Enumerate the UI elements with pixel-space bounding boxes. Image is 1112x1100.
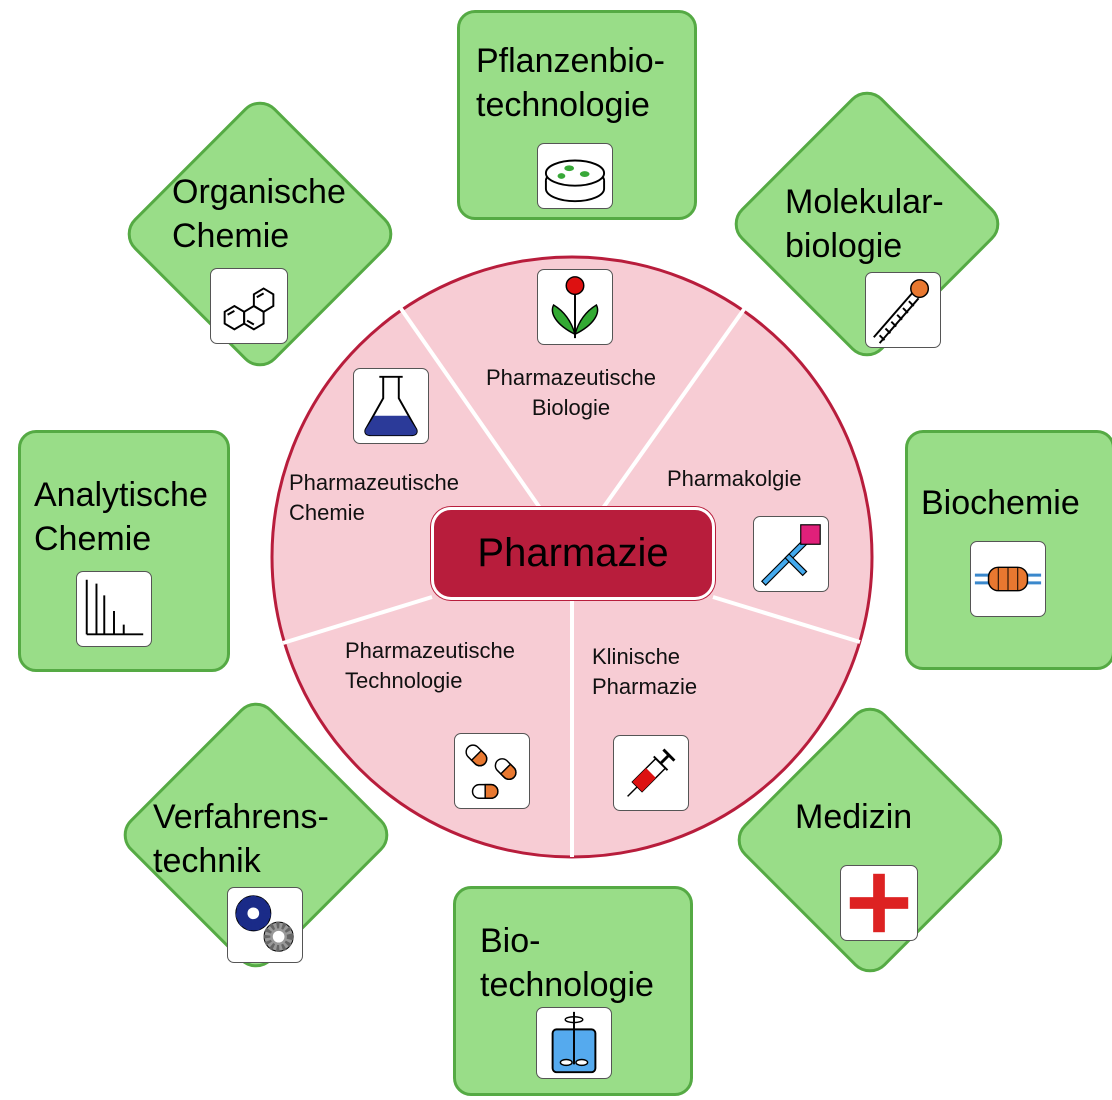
- field-label: Molekular- biologie: [785, 183, 944, 265]
- bioreactor-icon: [536, 1007, 612, 1079]
- dna-icon: [865, 272, 941, 348]
- field-label: Medizin: [795, 798, 913, 836]
- flower-icon: [537, 269, 613, 345]
- protein-icon: [970, 541, 1046, 617]
- field-pflanzen: Pflanzenbio- technologie: [457, 10, 697, 220]
- divider-line: [601, 303, 749, 510]
- field-label: Organische Chemie: [172, 173, 346, 255]
- divider-line: [712, 595, 861, 644]
- field-biochemie: Biochemie: [905, 430, 1112, 670]
- field-analytische: Analytische Chemie: [18, 430, 230, 672]
- sector-label: Pharmazeutische Chemie: [289, 470, 459, 525]
- divider-line: [395, 301, 542, 510]
- gears-icon: [227, 887, 303, 963]
- spectrum-icon: [76, 571, 152, 647]
- center-pharmazie: Pharmazie: [431, 507, 715, 600]
- divider-line: [282, 595, 433, 645]
- sector-label: Pharmakolgie: [667, 466, 802, 491]
- field-label: Bio- technologie: [480, 922, 654, 1004]
- sector-label: Pharmazeutische Technologie: [345, 638, 515, 693]
- sector-label: Klinische Pharmazie: [592, 644, 698, 699]
- field-label: Verfahrens- technik: [153, 798, 329, 880]
- receptor-icon: [753, 516, 829, 592]
- field-label: Pflanzenbio- technologie: [476, 42, 666, 124]
- capsules-icon: [454, 733, 530, 809]
- field-biotech: Bio- technologie: [453, 886, 693, 1096]
- field-label: Analytische Chemie: [34, 476, 208, 558]
- red-cross-icon: [840, 865, 918, 941]
- syringe-icon: [613, 735, 689, 811]
- petri-dish-icon: [537, 143, 613, 209]
- center-label: Pharmazie: [477, 531, 669, 575]
- field-label: Biochemie: [921, 484, 1080, 522]
- aromatic-ring-icon: [210, 268, 288, 344]
- sector-label: Pharmazeutische Biologie: [486, 365, 656, 420]
- flask-icon: [353, 368, 429, 444]
- sector-dividers: [282, 301, 861, 857]
